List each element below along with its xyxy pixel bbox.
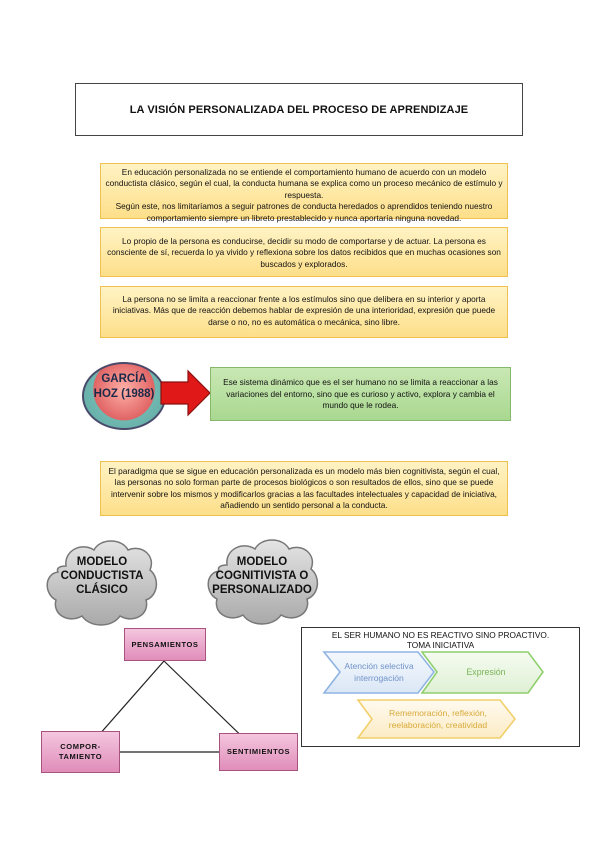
- box-comportamiento-line2: TAMIENTO: [58, 752, 103, 761]
- box-comportamiento-line1: COMPOR-: [60, 742, 101, 751]
- cloud-right-line2: COGNITIVISTA O: [215, 570, 309, 582]
- note-persona-delibera: La persona no se limita a reaccionar fre…: [100, 286, 508, 338]
- cloud-right-line1: MODELO: [236, 556, 288, 568]
- chevron-rememoracion: Rememoración, reflexión, reelaboración, …: [370, 707, 506, 731]
- note-sistema-dinamico: Ese sistema dinámico que es el ser human…: [210, 367, 511, 421]
- note-paradigma: El paradigma que se sigue en educación p…: [100, 461, 508, 516]
- note-conductista-p2: Según este, nos limitaríamos a seguir pa…: [115, 201, 493, 223]
- garcia-hoz-line2: HOZ (1988): [93, 388, 155, 400]
- note-persona-conducirse: Lo propio de la persona es conducirse, d…: [100, 227, 508, 277]
- chevron-rememoracion-line2: reelaboración, creatividad: [388, 720, 488, 730]
- chevron-atencion-line2: interrogación: [354, 673, 404, 683]
- cloud-left-line1: MODELO: [76, 556, 128, 568]
- box-sentimientos: SENTIMIENTOS: [219, 733, 298, 771]
- proactive-title: EL SER HUMANO NO ES REACTIVO SINO PROACT…: [305, 630, 576, 650]
- cloud-left-line3: CLÁSICO: [76, 584, 128, 596]
- chevron-rememoracion-line1: Rememoración, reflexión,: [389, 708, 487, 718]
- cloud-right-line3: PERSONALIZADO: [212, 584, 312, 596]
- box-pensamientos: PENSAMIENTOS: [124, 628, 206, 661]
- proactive-title-line2: TOMA INICIATIVA: [406, 639, 475, 650]
- cloud-shape-right: [207, 539, 319, 625]
- cloud-left-line2: CONDUCTISTA: [60, 570, 144, 582]
- chevron-expresion: Expresión: [466, 667, 506, 677]
- cloud-modelo-cognitivista: MODELO COGNITIVISTA O PERSONALIZADO: [206, 555, 318, 597]
- cloud-shape-left: [46, 540, 158, 626]
- garcia-hoz-line1: GARCÍA: [101, 373, 147, 385]
- note-conductista: En educación personalizada no se entiend…: [100, 163, 508, 223]
- box-comportamiento: COMPOR- TAMIENTO: [41, 731, 120, 773]
- red-arrow: [160, 369, 211, 417]
- note-persona-conducirse-text: Lo propio de la persona es conducirse, d…: [107, 236, 501, 269]
- cloud-modelo-conductista: MODELO CONDUCTISTA CLÁSICO: [52, 555, 152, 597]
- chevron-atencion-line1: Atención selectiva: [344, 661, 414, 671]
- garcia-hoz-label: GARCÍA HOZ (1988): [82, 372, 166, 402]
- chevron-atencion: Atención selectiva interrogación: [334, 660, 424, 684]
- note-conductista-p1: En educación personalizada no se entiend…: [105, 167, 503, 200]
- note-persona-delibera-text: La persona no se limita a reaccionar fre…: [112, 294, 496, 327]
- page-title: LA VISIÓN PERSONALIZADA DEL PROCESO DE A…: [75, 83, 523, 136]
- note-paradigma-text: El paradigma que se sigue en educación p…: [108, 466, 500, 511]
- proactive-title-line1: EL SER HUMANO NO ES REACTIVO SINO PROACT…: [331, 630, 550, 640]
- note-sistema-dinamico-text: Ese sistema dinámico que es el ser human…: [223, 377, 498, 410]
